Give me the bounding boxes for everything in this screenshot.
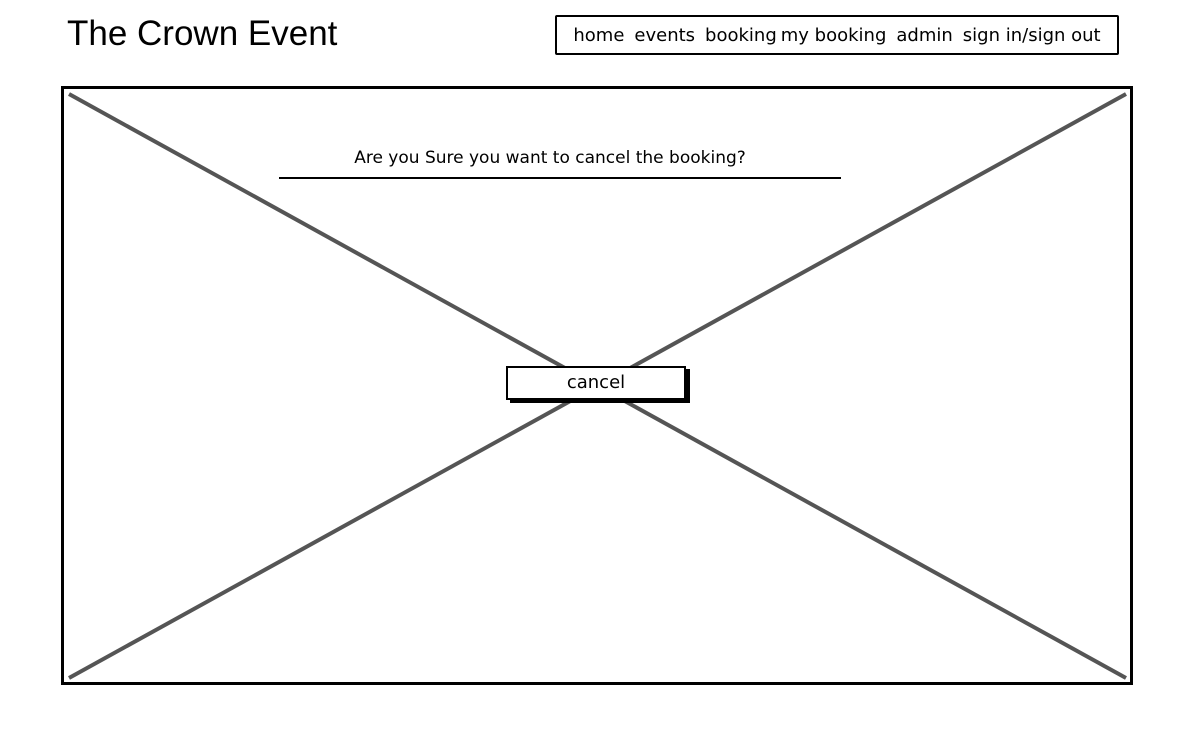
- nav-item-home[interactable]: home: [573, 24, 625, 46]
- nav-item-booking[interactable]: booking: [705, 24, 777, 46]
- nav-item-events[interactable]: events: [634, 24, 696, 46]
- nav-item-admin[interactable]: admin: [896, 24, 953, 46]
- nav-item-sign-in-sign-out[interactable]: sign in/sign out: [962, 24, 1101, 46]
- nav-item-my-booking[interactable]: my booking: [780, 24, 887, 46]
- cancel-button[interactable]: cancel: [506, 366, 686, 400]
- site-title: The Crown Event: [67, 14, 338, 53]
- nav-list: home events booking my booking admin sig…: [568, 25, 1105, 46]
- cancel-confirmation-prompt: Are you Sure you want to cancel the book…: [354, 148, 746, 168]
- prompt-underline-divider: [279, 177, 841, 179]
- main-nav: home events booking my booking admin sig…: [555, 15, 1119, 55]
